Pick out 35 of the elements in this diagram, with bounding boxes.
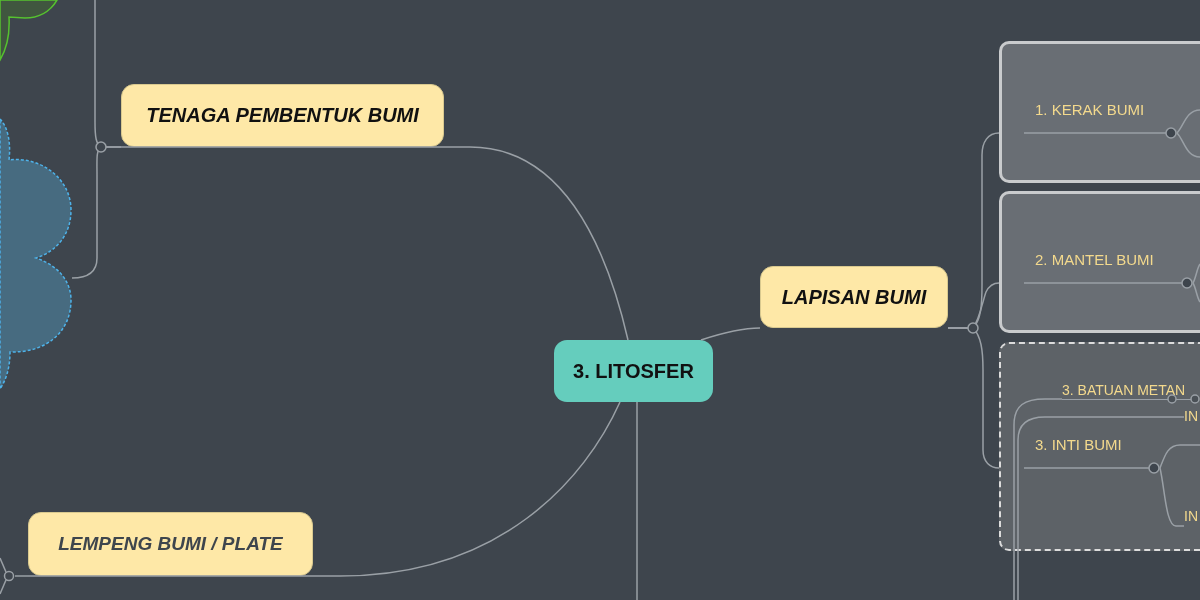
junction-ring-icon — [3, 570, 15, 582]
topic-box — [121, 84, 444, 147]
connector-line — [1176, 132, 1200, 158]
connector-line — [71, 146, 122, 279]
connector-line — [1176, 109, 1200, 134]
topic-label: 3. INTI BUMI — [1035, 435, 1122, 455]
connector-line — [1013, 398, 1063, 600]
group-card — [999, 342, 1200, 551]
connector-line — [1159, 444, 1200, 469]
topic-box — [760, 266, 948, 328]
connector-line — [1159, 467, 1185, 527]
group-card — [999, 41, 1200, 183]
connector-line — [1192, 282, 1200, 303]
cloud-shape — [0, 118, 72, 390]
connector-line — [1017, 416, 1185, 600]
connector-line — [0, 579, 7, 595]
cloud-shape — [0, 0, 60, 62]
connector-line — [27, 401, 621, 577]
topic-box — [28, 512, 313, 576]
connector-line — [636, 401, 638, 600]
topic-label: TENAGA PEMBENTUK BUMI — [146, 104, 419, 127]
connector-line — [120, 146, 629, 341]
connector-line — [1192, 263, 1200, 284]
topic-label: IN — [1184, 508, 1198, 526]
topic-label: IN — [1184, 408, 1198, 426]
connector-line — [14, 575, 29, 577]
group-card — [999, 191, 1200, 333]
topic-label: LEMPENG BUMI / PLATE — [58, 533, 283, 555]
connector-line — [0, 557, 7, 573]
topic-label: 1. KERAK BUMI — [1035, 100, 1145, 120]
topic-label: LAPISAN BUMI — [781, 285, 927, 309]
central-topic-box — [554, 340, 713, 402]
topic-label: 3. LITOSFER — [573, 359, 694, 383]
connector-line — [700, 327, 761, 341]
topic-label: 2. MANTEL BUMI — [1035, 250, 1154, 270]
